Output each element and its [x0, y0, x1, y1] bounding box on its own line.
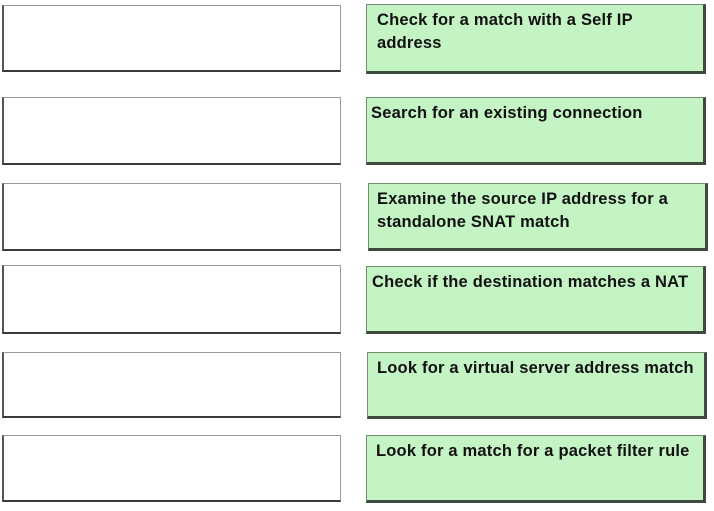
- answer-slot-4[interactable]: [2, 265, 341, 334]
- option-card-standalone-snat[interactable]: Examine the source IP address for a stan…: [368, 183, 708, 251]
- answer-slot-2[interactable]: [2, 97, 341, 165]
- option-label: Examine the source IP address for a stan…: [377, 190, 668, 231]
- option-card-existing-connection[interactable]: Search for an existing connection: [366, 97, 706, 165]
- option-label: Look for a virtual server address match: [377, 359, 694, 377]
- option-card-virtual-server[interactable]: Look for a virtual server address match: [367, 352, 707, 419]
- option-label: Check if the destination matches a NAT: [372, 273, 689, 291]
- answer-slot-1[interactable]: [2, 5, 341, 72]
- option-label: Look for a match for a packet filter rul…: [376, 442, 690, 460]
- answer-slot-5[interactable]: [2, 352, 341, 418]
- option-card-packet-filter[interactable]: Look for a match for a packet filter rul…: [366, 435, 706, 503]
- option-label: Check for a match with a Self IP address: [377, 11, 633, 52]
- option-card-self-ip[interactable]: Check for a match with a Self IP address: [366, 4, 706, 74]
- option-card-destination-nat[interactable]: Check if the destination matches a NAT: [366, 266, 706, 334]
- answer-slot-3[interactable]: [2, 183, 341, 251]
- answer-slot-6[interactable]: [2, 435, 341, 502]
- option-label: Search for an existing connection: [371, 104, 643, 122]
